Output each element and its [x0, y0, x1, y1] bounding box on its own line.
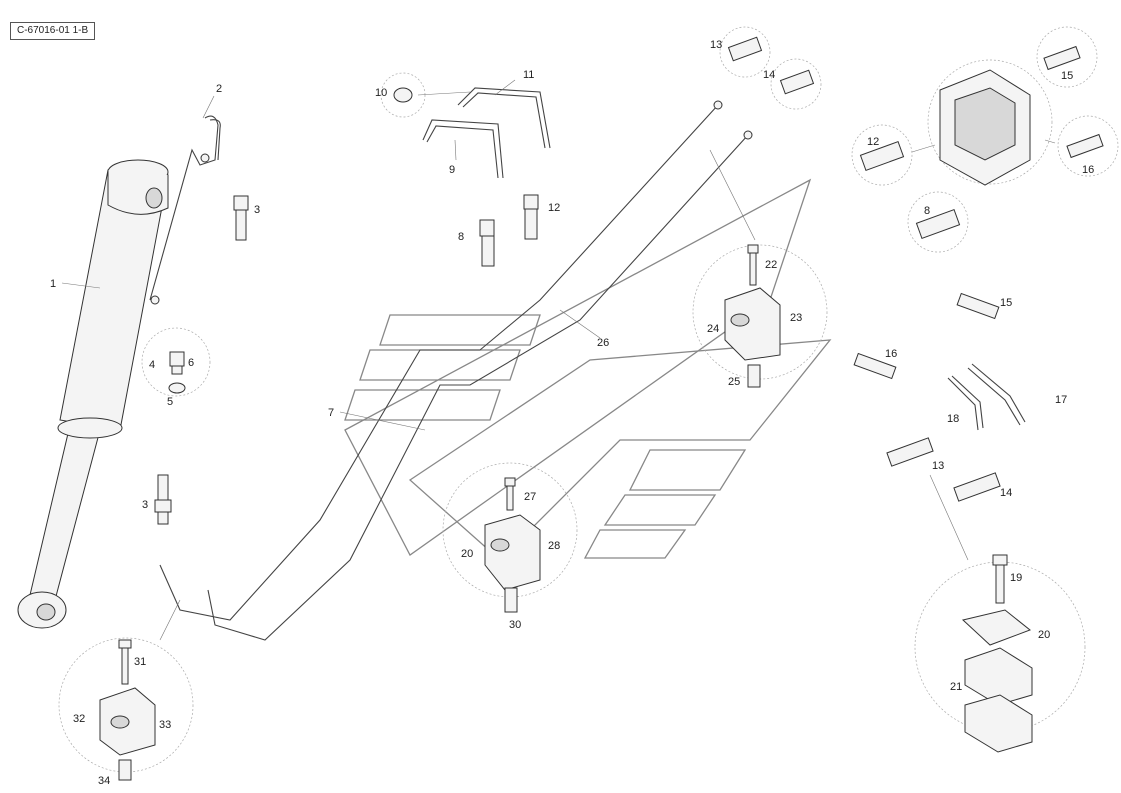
- pipe-18[interactable]: [947, 375, 984, 431]
- hydraulic-cylinder[interactable]: [17, 159, 169, 629]
- clamp-group-27-30[interactable]: [442, 462, 578, 613]
- fitting-14-right[interactable]: [953, 472, 1001, 502]
- callout-1: 1: [50, 278, 56, 290]
- callout-32: 32: [73, 713, 85, 725]
- fitting-13-top[interactable]: [719, 26, 771, 78]
- fitting-3-bottom[interactable]: [154, 474, 172, 525]
- callout-15-top: 15: [1061, 70, 1073, 82]
- callout-11: 11: [523, 69, 534, 81]
- parts-4-5-6[interactable]: [141, 327, 211, 397]
- control-valve-block[interactable]: [927, 59, 1053, 186]
- pipe-2[interactable]: [149, 115, 221, 305]
- fitting-8-right[interactable]: [907, 191, 969, 253]
- callout-31: 31: [134, 656, 146, 668]
- fitting-16-right[interactable]: [853, 352, 897, 380]
- callout-27: 27: [524, 491, 536, 503]
- callout-16-right: 16: [885, 348, 897, 360]
- hose-fitting-16-top[interactable]: [1057, 115, 1119, 177]
- callout-3-top: 3: [254, 204, 260, 216]
- callout-20-right: 20: [1038, 629, 1050, 641]
- callout-19: 19: [1010, 572, 1022, 584]
- pipe-9[interactable]: [422, 119, 504, 179]
- fitting-3-top[interactable]: [233, 195, 249, 241]
- plug-10[interactable]: [380, 72, 426, 118]
- callout-18: 18: [947, 413, 959, 425]
- callout-6: 6: [188, 357, 194, 369]
- hose-fitting-15-top[interactable]: [1036, 26, 1098, 88]
- callout-34: 34: [98, 775, 110, 787]
- callout-8-right: 8: [924, 205, 930, 217]
- callout-9: 9: [449, 164, 455, 176]
- callout-15-right: 15: [1000, 297, 1012, 309]
- fitting-12-middle[interactable]: [523, 194, 539, 240]
- callout-4: 4: [149, 359, 155, 371]
- fitting-13-right[interactable]: [886, 437, 934, 467]
- callout-28: 28: [548, 540, 560, 552]
- callout-17: 17: [1055, 394, 1067, 406]
- callout-5: 5: [167, 396, 173, 408]
- pipe-26[interactable]: [159, 100, 753, 641]
- callout-25: 25: [728, 376, 740, 388]
- clamp-group-31-34[interactable]: [58, 637, 194, 781]
- callout-2: 2: [216, 83, 222, 95]
- callout-14-right: 14: [1000, 487, 1012, 499]
- callout-30: 30: [509, 619, 521, 631]
- callout-13-right: 13: [932, 460, 944, 472]
- callout-8-middle: 8: [458, 231, 464, 243]
- fitting-12-right[interactable]: [851, 124, 913, 186]
- callout-26: 26: [597, 337, 609, 349]
- callout-16-top: 16: [1082, 164, 1094, 176]
- clamp-group-22-25[interactable]: [692, 244, 828, 388]
- callout-12-middle: 12: [548, 202, 560, 214]
- clamp-group-19-21[interactable]: [914, 554, 1086, 753]
- callout-33: 33: [159, 719, 171, 731]
- fitting-15-right[interactable]: [956, 292, 1000, 320]
- fitting-14-top[interactable]: [770, 58, 822, 110]
- callout-20-left: 20: [461, 548, 473, 560]
- callout-21: 21: [950, 681, 962, 693]
- callout-numbers: 1 2 3 3 4 5 6 7 8 8 9 10 11 12 12 13 13 …: [50, 39, 1094, 787]
- leader-lines: [61, 79, 1056, 641]
- callout-23: 23: [790, 312, 802, 324]
- callout-7: 7: [328, 407, 334, 419]
- callout-12-right: 12: [867, 136, 879, 148]
- drawing-code-label: C-67016-01 1-B: [10, 22, 96, 40]
- pipe-17[interactable]: [967, 363, 1026, 426]
- callout-13-top: 13: [710, 39, 722, 51]
- callout-3-bottom: 3: [142, 499, 148, 511]
- pipe-11[interactable]: [457, 87, 551, 149]
- callout-10: 10: [375, 87, 387, 99]
- callout-14-top: 14: [763, 69, 775, 81]
- callout-22: 22: [765, 259, 777, 271]
- callout-24: 24: [707, 323, 719, 335]
- fitting-8-middle[interactable]: [479, 219, 495, 267]
